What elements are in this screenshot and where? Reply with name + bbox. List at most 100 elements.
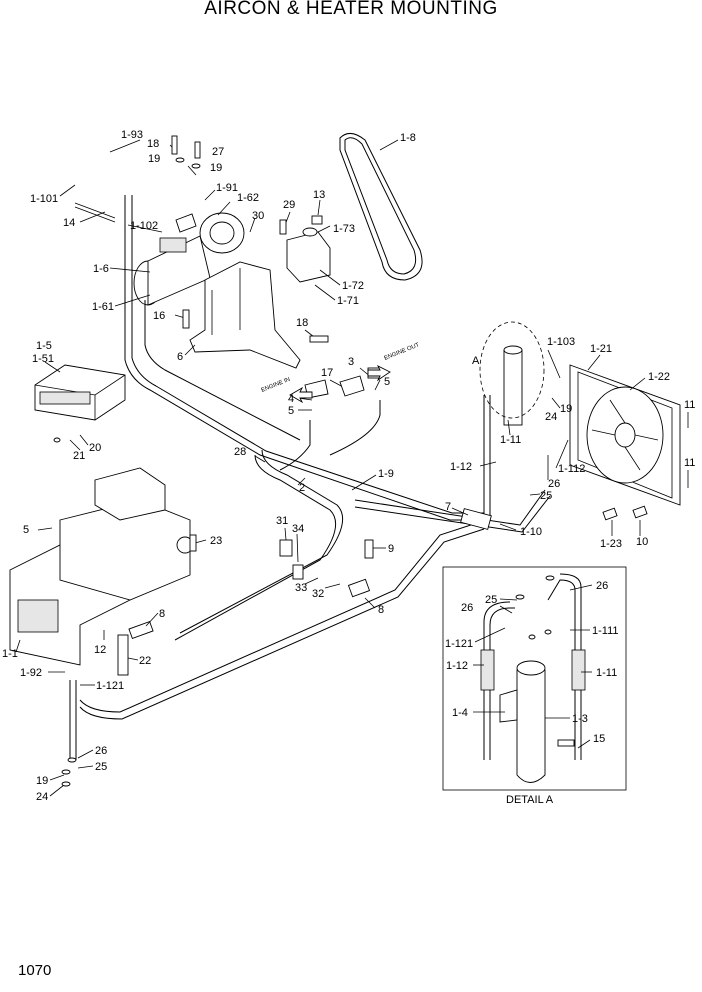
part-label: 1-5 (36, 340, 52, 352)
part-label: 13 (313, 189, 325, 201)
part-label: 27 (212, 146, 224, 158)
part-label: 20 (89, 442, 101, 454)
part-label: 11 (684, 399, 695, 411)
part-label: 24 (545, 411, 557, 423)
part-label: 1-51 (32, 353, 54, 365)
part-label: 1-1 (2, 648, 18, 660)
part-label: 1-23 (600, 538, 622, 550)
part-label: 1-8 (400, 132, 416, 144)
part-label: 15 (593, 733, 605, 745)
receiver-dryer (479, 321, 545, 426)
part-label: 1-72 (342, 280, 364, 292)
part-label: 1-121 (96, 680, 124, 692)
leader-lines (15, 139, 689, 797)
part-label: 30 (252, 210, 264, 222)
part-label: 26 (461, 602, 473, 614)
part-labels: 1-93 18 27 19 19 1-91 1-101 14 1-102 1-6… (2, 129, 695, 803)
part-label: 17 (321, 367, 333, 379)
part-label: 1-3 (572, 713, 588, 725)
part-label: 1-62 (237, 192, 259, 204)
drain-hose (117, 634, 129, 676)
part-label: 6 (177, 351, 183, 363)
part-label: 26 (95, 745, 107, 757)
part-label: 19 (36, 775, 48, 787)
grommet (279, 539, 293, 557)
part-label: 1-92 (20, 667, 42, 679)
detail-caption: DETAIL A (506, 794, 554, 806)
part-label: 16 (153, 310, 165, 322)
part-label: 34 (292, 523, 304, 535)
part-label: 1-21 (590, 343, 612, 355)
part-label: 25 (95, 761, 107, 773)
part-label: 18 (147, 138, 159, 150)
part-label: 10 (636, 536, 648, 548)
part-label: 8 (378, 604, 384, 616)
heater-unit (9, 467, 194, 666)
page-number: 1070 (18, 962, 52, 979)
part-label: 18 (296, 317, 308, 329)
part-label: 1-4 (452, 707, 468, 719)
part-label: 31 (276, 515, 288, 527)
drive-belt (339, 133, 423, 281)
part-label: 2 (299, 482, 305, 494)
part-label: 32 (312, 588, 324, 600)
part-label: 8 (159, 608, 165, 620)
part-label: 29 (283, 199, 295, 211)
part-label: 7 (445, 501, 451, 513)
part-label: 5 (23, 524, 29, 536)
refrigerant-lines (69, 195, 551, 760)
part-label: 1-6 (93, 263, 109, 275)
part-label: 1-112 (558, 463, 585, 475)
part-label: 4 (288, 393, 294, 405)
compressor-bracket (189, 261, 301, 369)
part-label: 22 (139, 655, 151, 667)
part-label: 1-61 (92, 301, 114, 313)
part-label: 12 (94, 644, 106, 656)
part-label: 3 (348, 356, 354, 368)
part-label: 11 (684, 457, 695, 469)
part-label: 25 (540, 490, 552, 502)
part-label: 1-12 (446, 660, 468, 672)
part-label: 23 (210, 535, 222, 547)
part-label: 25 (485, 594, 497, 606)
part-label: 5 (384, 376, 390, 388)
part-label: 1-121 (445, 638, 473, 650)
fasteners (53, 135, 648, 787)
part-label: 1-102 (130, 220, 158, 232)
flow-arrows (289, 364, 391, 404)
pipe-clamp (292, 564, 304, 580)
part-label: 24 (36, 791, 48, 803)
detail-ref-label: A (472, 355, 480, 367)
part-label: 1-11 (500, 434, 521, 446)
part-label: 1-11 (596, 667, 617, 679)
part-label: 19 (148, 153, 160, 165)
part-label: 1-9 (378, 468, 394, 480)
condenser (569, 364, 681, 506)
detail-a-box (442, 566, 627, 791)
engine-in-label: ENGINE IN (261, 377, 292, 394)
part-label: 1-93 (121, 129, 143, 141)
part-label: 21 (73, 450, 85, 462)
part-label: 14 (63, 217, 75, 229)
part-label: 9 (388, 543, 394, 555)
part-label: 1-111 (592, 625, 619, 637)
part-label: 26 (596, 580, 608, 592)
part-label: 26 (548, 478, 560, 490)
part-label: 28 (234, 446, 246, 458)
part-label: 1-73 (333, 223, 355, 235)
part-label: 19 (210, 162, 222, 174)
part-label: 5 (288, 405, 294, 417)
part-label: 1-103 (547, 336, 575, 348)
part-label: 1-22 (648, 371, 670, 383)
part-label: 1-10 (520, 526, 542, 538)
page-title: AIRCON & HEATER MOUNTING (204, 0, 498, 19)
part-label: 19 (560, 403, 572, 415)
part-label: 33 (295, 582, 307, 594)
pipe-clamp (347, 578, 371, 598)
engine-out-label: ENGINE OUT (384, 342, 421, 362)
part-label: 1-71 (337, 295, 359, 307)
part-label: 1-91 (216, 182, 238, 194)
dryer-box (286, 227, 331, 283)
part-label: 1-101 (30, 193, 58, 205)
